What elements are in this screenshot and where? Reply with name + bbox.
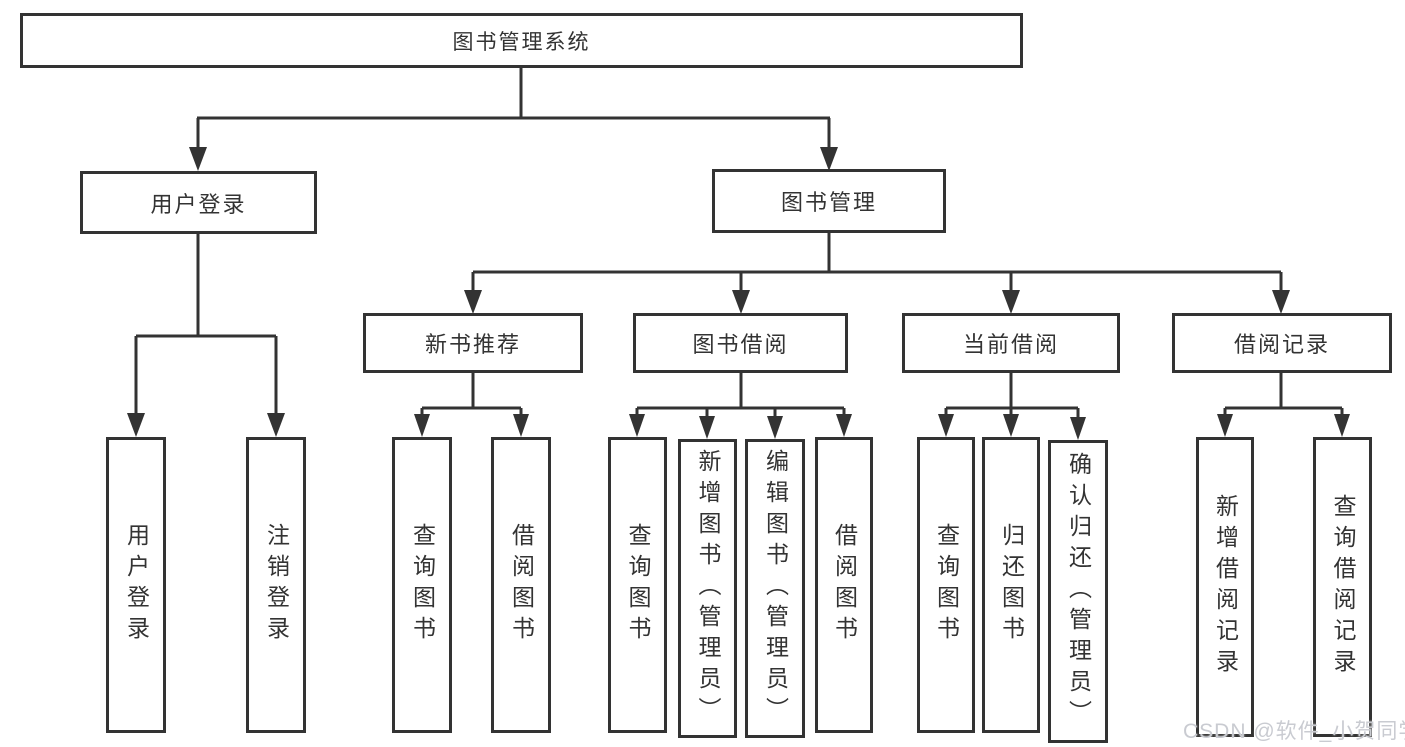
leaf-query-books-borrow: 查询图书: [608, 437, 667, 733]
csdn-watermark: CSDN @软件_小贺同学: [1183, 720, 1405, 743]
node-user-login: 用户登录: [80, 171, 317, 234]
leaf-logout: 注销登录: [246, 437, 306, 733]
leaf-add-borrow-record: 新增借阅记录: [1196, 437, 1254, 737]
leaf-query-books-current: 查询图书: [917, 437, 975, 733]
leaf-borrow-books: 借阅图书: [815, 437, 873, 733]
leaf-return-books: 归还图书: [982, 437, 1040, 733]
node-book-management: 图书管理: [712, 169, 946, 233]
node-borrow-records: 借阅记录: [1172, 313, 1392, 373]
leaf-borrow-books-recommend: 借阅图书: [491, 437, 551, 733]
node-current-borrow: 当前借阅: [902, 313, 1120, 373]
node-book-borrow: 图书借阅: [633, 313, 848, 373]
node-library-management-system: 图书管理系统: [20, 13, 1023, 68]
leaf-add-books-admin: 新增图书（管理员）: [678, 439, 737, 738]
leaf-edit-books-admin: 编辑图书（管理员）: [745, 439, 805, 738]
leaf-confirm-return-admin: 确认归还（管理员）: [1048, 440, 1108, 743]
leaf-user-login: 用户登录: [106, 437, 166, 733]
node-new-book-recommend: 新书推荐: [363, 313, 583, 373]
leaf-query-borrow-record: 查询借阅记录: [1313, 437, 1372, 737]
arrowheads: [127, 147, 1350, 440]
leaf-query-books-recommend: 查询图书: [392, 437, 452, 733]
